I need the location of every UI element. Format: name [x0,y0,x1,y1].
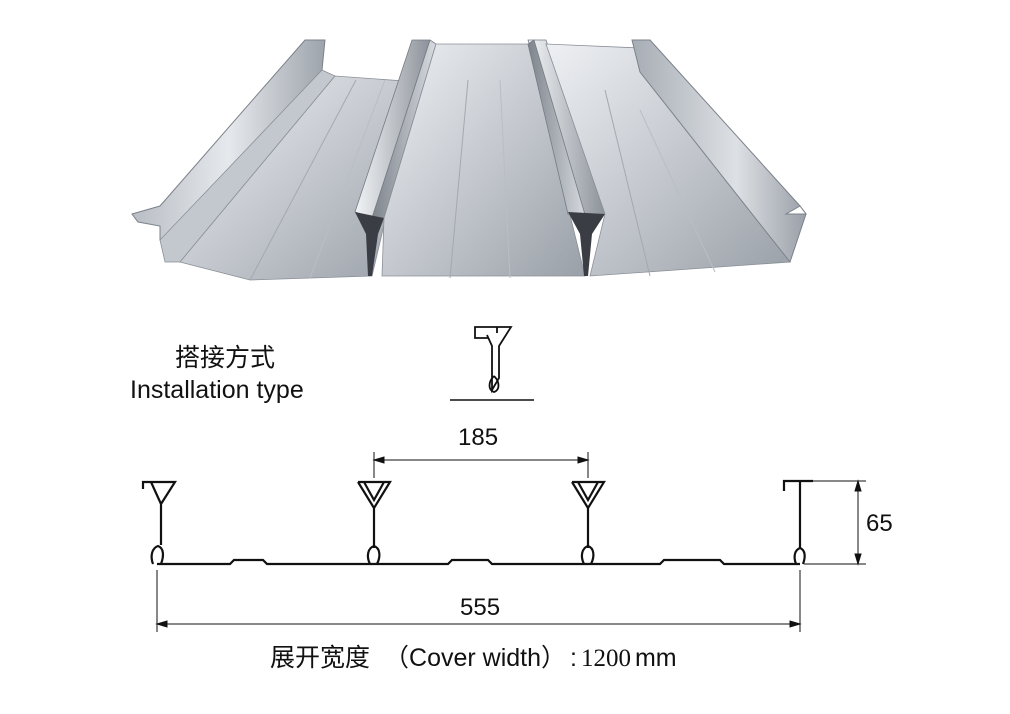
profile-right-edge [782,479,813,548]
profile-base-line [157,558,800,566]
profile-left-edge [141,480,178,545]
cover-width-caption: 展开宽度 （Cover width） : 1200 mm [270,645,677,671]
installation-label-cn: 搭接方式 [175,343,276,372]
cover-width-label-en: （Cover width） [384,644,567,672]
cover-width-value: 1200 [580,645,631,672]
joint-hook-profile [474,326,513,394]
profile-rib-2 [571,480,606,548]
profile-rib-1 [357,480,392,548]
cover-width-colon: : [570,644,577,672]
dim-height-value: 65 [866,510,893,537]
dim-width-value: 555 [460,594,501,621]
dim-rib-spacing-value: 185 [458,424,499,451]
cover-width-unit: mm [634,644,677,672]
cover-width-label-cn: 展开宽度 [270,643,371,672]
installation-label-en: Installation type [130,376,304,404]
joint-bulb [488,375,500,393]
